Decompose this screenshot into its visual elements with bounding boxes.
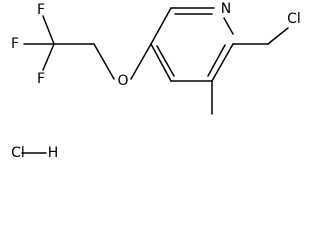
fluorine-label-left: F: [11, 36, 19, 52]
nitrogen-label: N: [221, 1, 231, 17]
hydrochloride-label: Cl: [11, 145, 25, 161]
bond-n-c2: [223, 17, 234, 35]
bond-cf3-f3: [42, 43, 55, 71]
double-bond-inner-3: [207, 44, 226, 77]
hydrogen-label-hcl: H: [48, 145, 59, 161]
bond-o-ch2: [93, 43, 115, 80]
fluorine-label-bottom: F: [37, 71, 45, 87]
bond-ch2-cl: [267, 27, 289, 45]
double-bond-inner-2: [156, 45, 175, 77]
bond-cf3-f1: [42, 15, 55, 45]
bond-c5-c6: [150, 7, 172, 45]
bond-c4-c5: [150, 43, 172, 82]
oxygen-label: O: [117, 73, 128, 89]
molecule-svg: N O F F F Cl Cl H: [11, 1, 301, 161]
chlorine-label-side-chain: Cl: [287, 11, 301, 27]
bond-c4-o: [130, 43, 152, 80]
bond-c2-c3: [211, 43, 234, 82]
fluorine-label-top: F: [37, 2, 45, 18]
chemical-structure-diagram: N O F F F Cl Cl H: [11, 1, 301, 161]
